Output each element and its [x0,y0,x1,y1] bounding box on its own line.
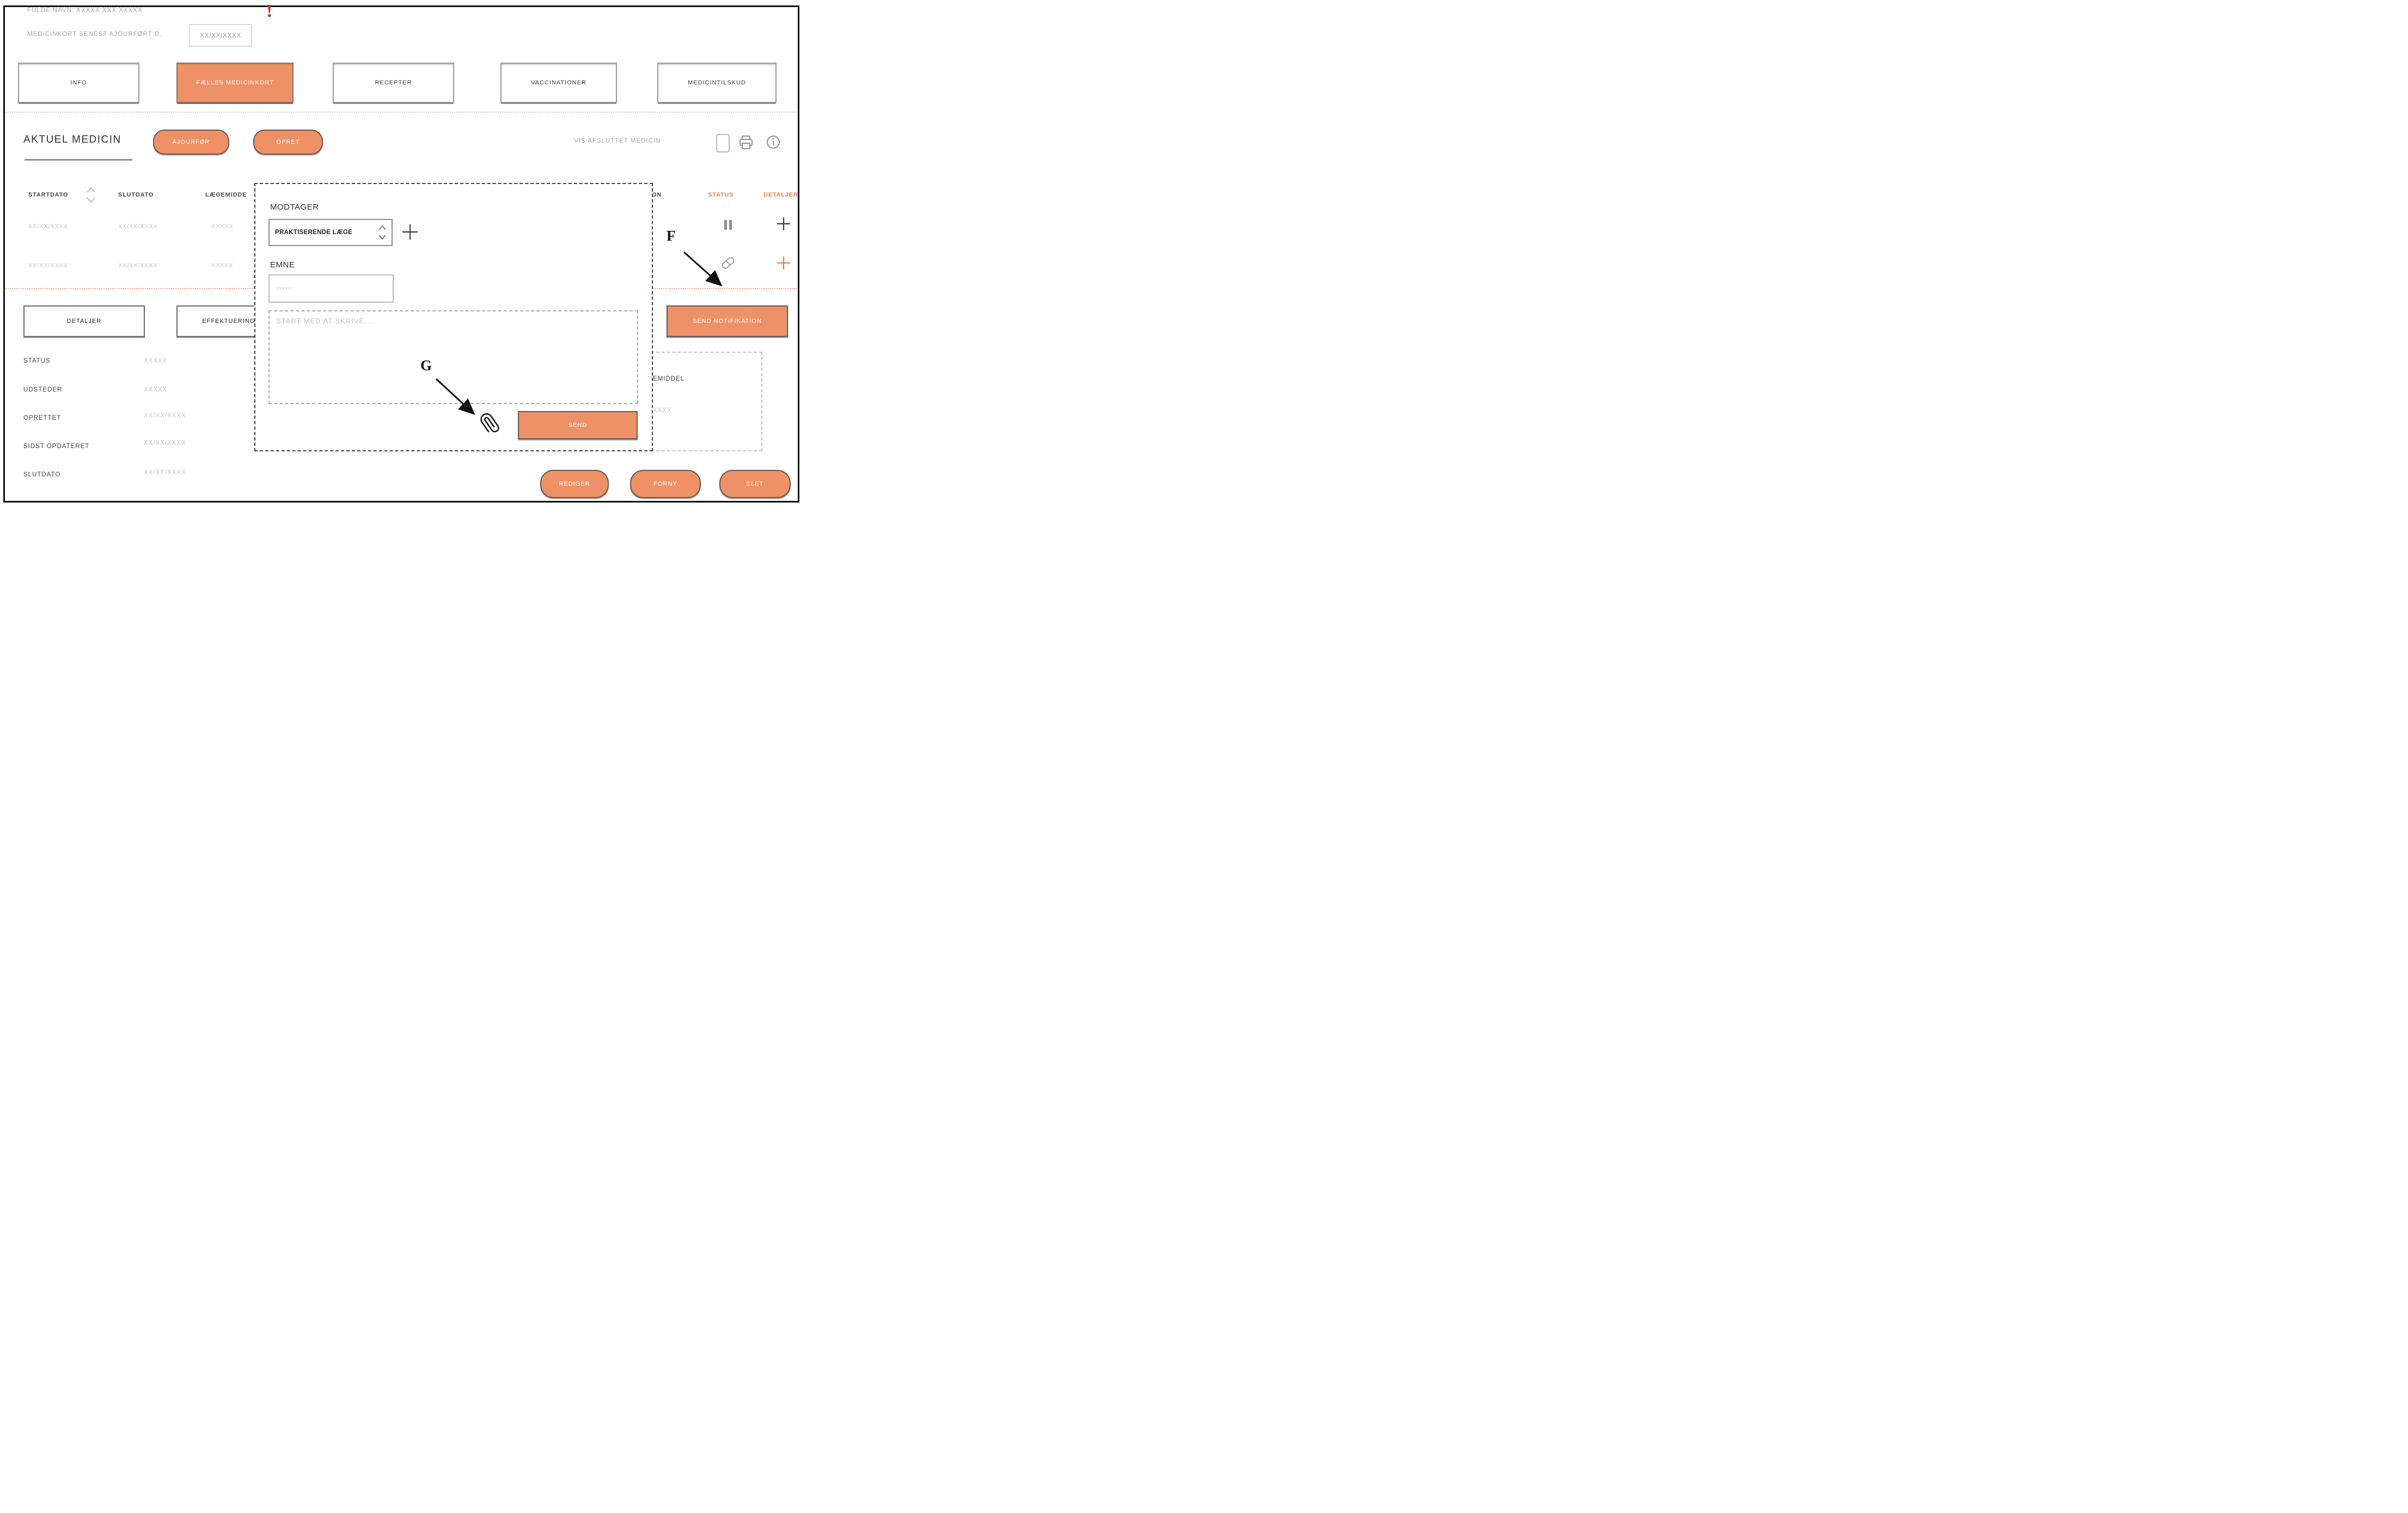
annotation-letter-g: G [420,357,432,373]
column-header-slutdato[interactable]: SLUTDATO [118,192,154,198]
field-label-status: STATUS [23,358,51,364]
table-row1-laegemiddel: XXXXX [211,223,234,230]
annotation-letter-f: F [667,228,676,244]
table-row1-slutdato: XX/XX/XXXX [118,223,158,230]
column-header-laegemiddel[interactable]: LÆGEMIDDE [205,192,247,198]
message-placeholder: START MED AT SKRIVE.... [276,317,375,325]
fmk-medicine-card-page: FULDE NAVN: XXXXX XXX XXXXX ! MEDICINKOR… [0,0,803,504]
field-label-oprettet: OPRETTET [23,415,62,421]
rediger-button[interactable]: REDIGER [540,470,609,498]
table-row2-slutdato: XX/XX/XXXX [118,262,158,269]
page-title: AKTUEL MEDICIN [23,134,121,145]
laegemiddel-partial-label: EMIDDEL [653,376,685,382]
field-label-udsteder: UDSTEDER [23,387,63,393]
field-value-oprettet: XX/XX/XXXX [144,413,186,419]
modtager-label: MODTAGER [270,203,319,212]
patient-full-name: FULDE NAVN: XXXXX XXX XXXXX [27,7,143,14]
card-updated-date-field[interactable]: XX/XX/XXXX [189,24,252,47]
table-row1-startdato: XX/XX/XXXX [28,223,68,230]
field-label-sidst-opdateret: SIDST OPDATERET [23,443,90,450]
tab-recepter[interactable]: RECEPTER [333,63,454,103]
slet-button[interactable]: SLET [719,470,791,498]
ajourfor-button[interactable]: AJOURFØR [153,130,229,155]
paperclip-icon[interactable] [479,413,500,434]
column-header-detaljer[interactable]: DETALJER [763,192,798,198]
send-notification-modal: MODTAGER PRAKTISERENDE LÆGE EMNE XXXXX S… [254,183,653,451]
tab-vaccinationer[interactable]: VACCINATIONER [500,63,617,103]
forny-button[interactable]: FORNY [630,470,701,498]
modtager-dropdown[interactable]: PRAKTISERENDE LÆGE [268,219,393,246]
table-row2-laegemiddel: XXXXX [211,262,234,269]
print-icon[interactable] [738,135,754,150]
card-updated-label: MEDICINKORT SENEST AJOURFØRT D. [27,31,162,38]
page-frame [3,5,799,503]
table-row2-startdato: XX/XX/XXXX [28,262,68,269]
message-textarea[interactable]: START MED AT SKRIVE.... [268,310,638,404]
opret-button[interactable]: OPRET [253,130,323,155]
vis-afsluttet-label: VIS AFSLUTTET MEDICIN [574,138,661,144]
vis-afsluttet-checkbox[interactable] [716,134,730,152]
tab-medicintilskud[interactable]: MEDICINTILSKUD [657,63,777,103]
field-value-sidst-opdateret: XX/XX/XXXX [144,440,186,446]
emne-input-value: XXXXX [276,286,292,291]
section-divider [5,112,797,113]
emne-label: EMNE [270,260,295,269]
emne-input[interactable]: XXXXX [268,274,394,303]
plus-icon-orange[interactable] [775,255,792,271]
field-value-slutdato: XX/XX/XXXX [144,469,186,476]
column-header-startdato[interactable]: STARTDATO [28,192,69,198]
add-recipient-plus-icon[interactable] [401,223,419,241]
plus-icon[interactable] [775,216,792,232]
info-icon[interactable] [766,134,781,150]
modtager-dropdown-value: PRAKTISERENDE LÆGE [275,229,353,236]
alert-exclamation-icon: ! [266,1,273,21]
sort-chevrons-icon[interactable] [85,186,97,204]
column-header-status[interactable]: STATUS [708,192,734,198]
tab-info[interactable]: INFO [18,63,139,103]
title-underline [25,159,132,161]
tab-faelles-medicinkort[interactable]: FÆLLES MEDICINKORT [176,63,294,103]
field-label-slutdato: SLUTDATO [23,471,61,478]
send-button[interactable]: SEND [518,411,638,439]
laegemiddel-partial-value: XXXX [653,407,672,414]
column-header-notifikation-partial[interactable]: ON [652,192,662,198]
pill-icon[interactable] [719,254,737,272]
field-value-udsteder: XXXXX [144,387,168,393]
detaljer-tab-button[interactable]: DETALJER [23,305,145,337]
field-value-status: XXXXX [144,358,168,364]
pause-icon[interactable] [724,219,732,230]
up-down-chevrons-icon[interactable] [377,224,387,241]
send-notifikation-button[interactable]: SEND NOTIFIKATION [667,305,788,337]
